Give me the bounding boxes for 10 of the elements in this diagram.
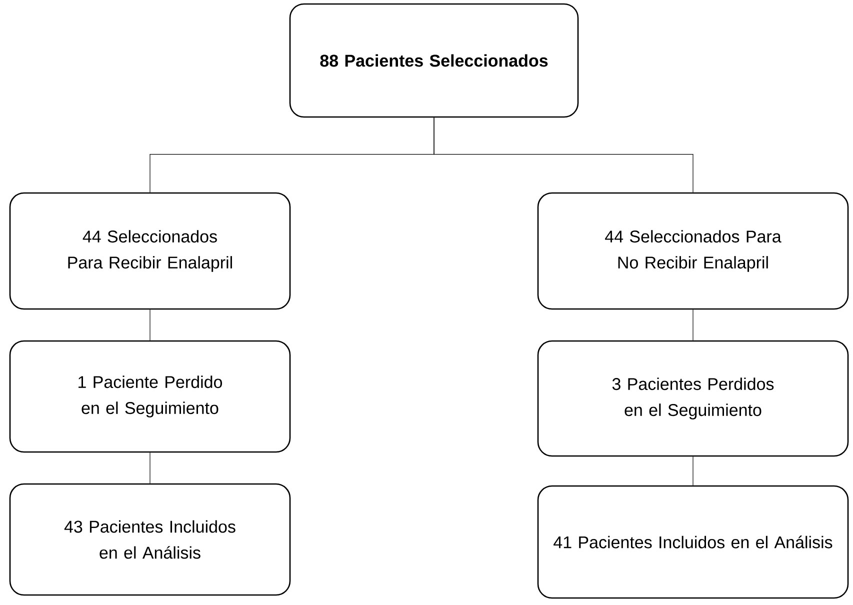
connector-line	[434, 117, 694, 193]
process-box: 41 Pacientes Incluidos en el Análisis	[537, 485, 849, 599]
process-box: 1 Paciente Perdido en el Seguimiento	[9, 340, 291, 453]
connector-line	[692, 309, 694, 341]
process-box: 88 Pacientes Seleccionados	[289, 3, 579, 118]
connector-line	[692, 456, 694, 486]
process-box: 44 Seleccionados Para No Recibir Enalapril	[537, 192, 849, 310]
process-box: 43 Pacientes Incluidos en el Análisis	[9, 483, 291, 596]
process-box: 3 Pacientes Perdidos en el Seguimiento	[537, 340, 849, 457]
process-box: 44 Seleccionados Para Recibir Enalapril	[9, 192, 291, 310]
